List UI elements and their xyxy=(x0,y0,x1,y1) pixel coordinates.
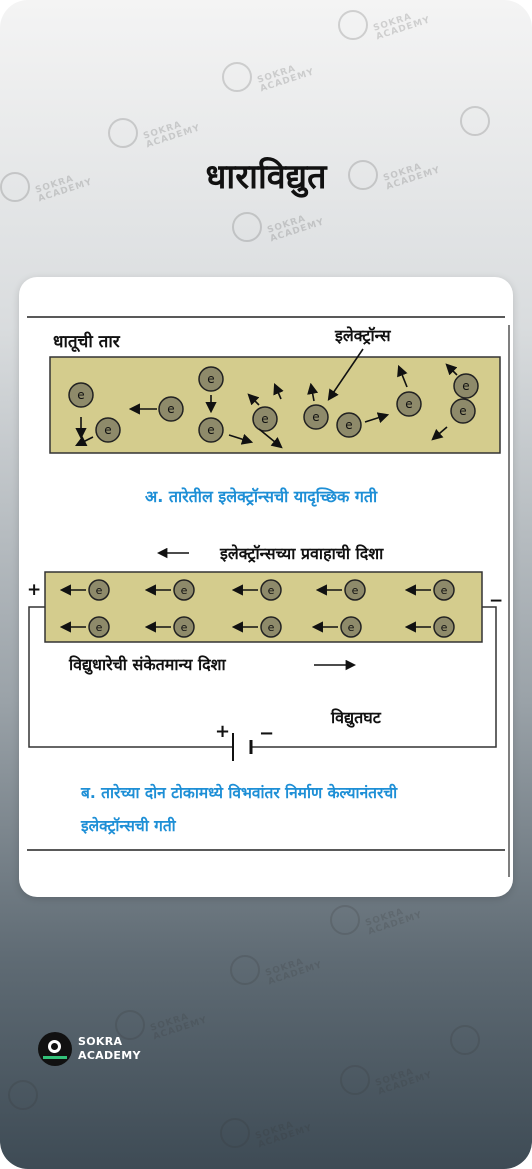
watermark-icon xyxy=(222,62,252,92)
motion-arrow xyxy=(431,426,448,441)
motion-arrow xyxy=(74,435,94,447)
electron: e xyxy=(158,396,184,422)
caption-a: अ. तारेतील इलेक्ट्रॉन्सची यादृच्छिक गती xyxy=(145,487,378,507)
electrons-label: इलेक्ट्रॉन्स xyxy=(334,326,392,345)
plus-terminal-label: + xyxy=(27,580,41,600)
svg-text:e: e xyxy=(96,584,103,597)
svg-text:e: e xyxy=(405,397,412,411)
svg-text:e: e xyxy=(345,418,352,432)
caption-b-line2: इलेक्ट्रॉन्सची गती xyxy=(80,816,177,835)
svg-text:e: e xyxy=(96,621,103,634)
wire-label: धातूची तार xyxy=(53,331,121,353)
cell-plus-label: + xyxy=(215,721,230,742)
svg-text:e: e xyxy=(261,412,268,426)
watermark-icon xyxy=(232,212,262,242)
svg-text:e: e xyxy=(441,621,448,634)
electron: e xyxy=(450,398,476,424)
watermark-icon xyxy=(338,10,368,40)
brand-name: SOKRA ACADEMY xyxy=(78,1035,141,1062)
watermark-icon xyxy=(460,106,490,136)
motion-arrow xyxy=(445,363,458,376)
motion-arrow xyxy=(364,412,390,424)
minus-terminal-label: − xyxy=(489,591,503,611)
svg-text:e: e xyxy=(104,423,111,437)
electron: e xyxy=(252,406,278,432)
motion-arrow xyxy=(273,382,284,400)
motion-arrow xyxy=(228,433,254,445)
svg-text:e: e xyxy=(77,388,84,402)
watermark-icon xyxy=(330,905,360,935)
motion-arrow xyxy=(258,428,283,449)
cell-label: विद्युतघट xyxy=(330,708,382,728)
electron: e xyxy=(198,366,224,392)
watermark-icon xyxy=(230,955,260,985)
svg-text:e: e xyxy=(207,372,214,386)
watermark-logo xyxy=(460,106,490,136)
svg-text:e: e xyxy=(207,423,214,437)
motion-arrow xyxy=(247,393,260,406)
electron: e xyxy=(198,417,224,443)
metal-wire xyxy=(49,356,501,454)
electron: e xyxy=(396,391,422,417)
watermark-icon xyxy=(8,1080,38,1110)
electron: e xyxy=(303,404,329,430)
caption-b-line1: ब. तारेच्या दोन टोकामध्ये विभवांतर निर्म… xyxy=(80,783,398,802)
watermark-icon xyxy=(340,1065,370,1095)
electron: e xyxy=(260,616,282,638)
circuit-wire-right xyxy=(251,606,497,748)
watermark-logo xyxy=(8,1080,38,1110)
electron: e xyxy=(173,616,195,638)
electron: e xyxy=(433,616,455,638)
electron: e xyxy=(344,579,366,601)
svg-text:e: e xyxy=(459,404,466,418)
flow-label: इलेक्ट्रॉन्सच्या प्रवाहाची दिशा xyxy=(219,544,384,563)
sokra-logo-icon xyxy=(38,1032,72,1066)
electron: e xyxy=(173,579,195,601)
drifting-electrons: e e e e e e e e e e xyxy=(59,579,455,638)
circuit-wire-left xyxy=(28,606,233,748)
svg-text:e: e xyxy=(462,379,469,393)
electrons-pointer xyxy=(327,348,364,401)
motion-arrow xyxy=(307,382,319,402)
svg-text:e: e xyxy=(167,402,174,416)
cell-minus-label: − xyxy=(259,723,274,744)
svg-text:e: e xyxy=(268,621,275,634)
electron: e xyxy=(88,616,110,638)
svg-text:e: e xyxy=(181,621,188,634)
page-title: धाराविद्युत xyxy=(205,157,327,197)
watermark-icon xyxy=(108,118,138,148)
watermark-logo xyxy=(450,1025,480,1055)
svg-text:e: e xyxy=(348,621,355,634)
electron: e xyxy=(340,616,362,638)
electron: e xyxy=(433,579,455,601)
motion-arrow xyxy=(397,364,408,388)
watermark-icon xyxy=(450,1025,480,1055)
electron: e xyxy=(88,579,110,601)
watermark-icon xyxy=(220,1118,250,1148)
electron: e xyxy=(95,417,121,443)
electron: e xyxy=(336,412,362,438)
svg-text:e: e xyxy=(352,584,359,597)
svg-text:e: e xyxy=(181,584,188,597)
current-label: विद्युधारेची संकेतमान्य दिशा xyxy=(68,655,227,675)
svg-text:e: e xyxy=(441,584,448,597)
svg-text:e: e xyxy=(312,410,319,424)
svg-text:e: e xyxy=(268,584,275,597)
electron: e xyxy=(260,579,282,601)
brand-logo: SOKRA ACADEMY xyxy=(38,1032,141,1066)
electron: e xyxy=(453,373,479,399)
electron: e xyxy=(68,382,94,408)
